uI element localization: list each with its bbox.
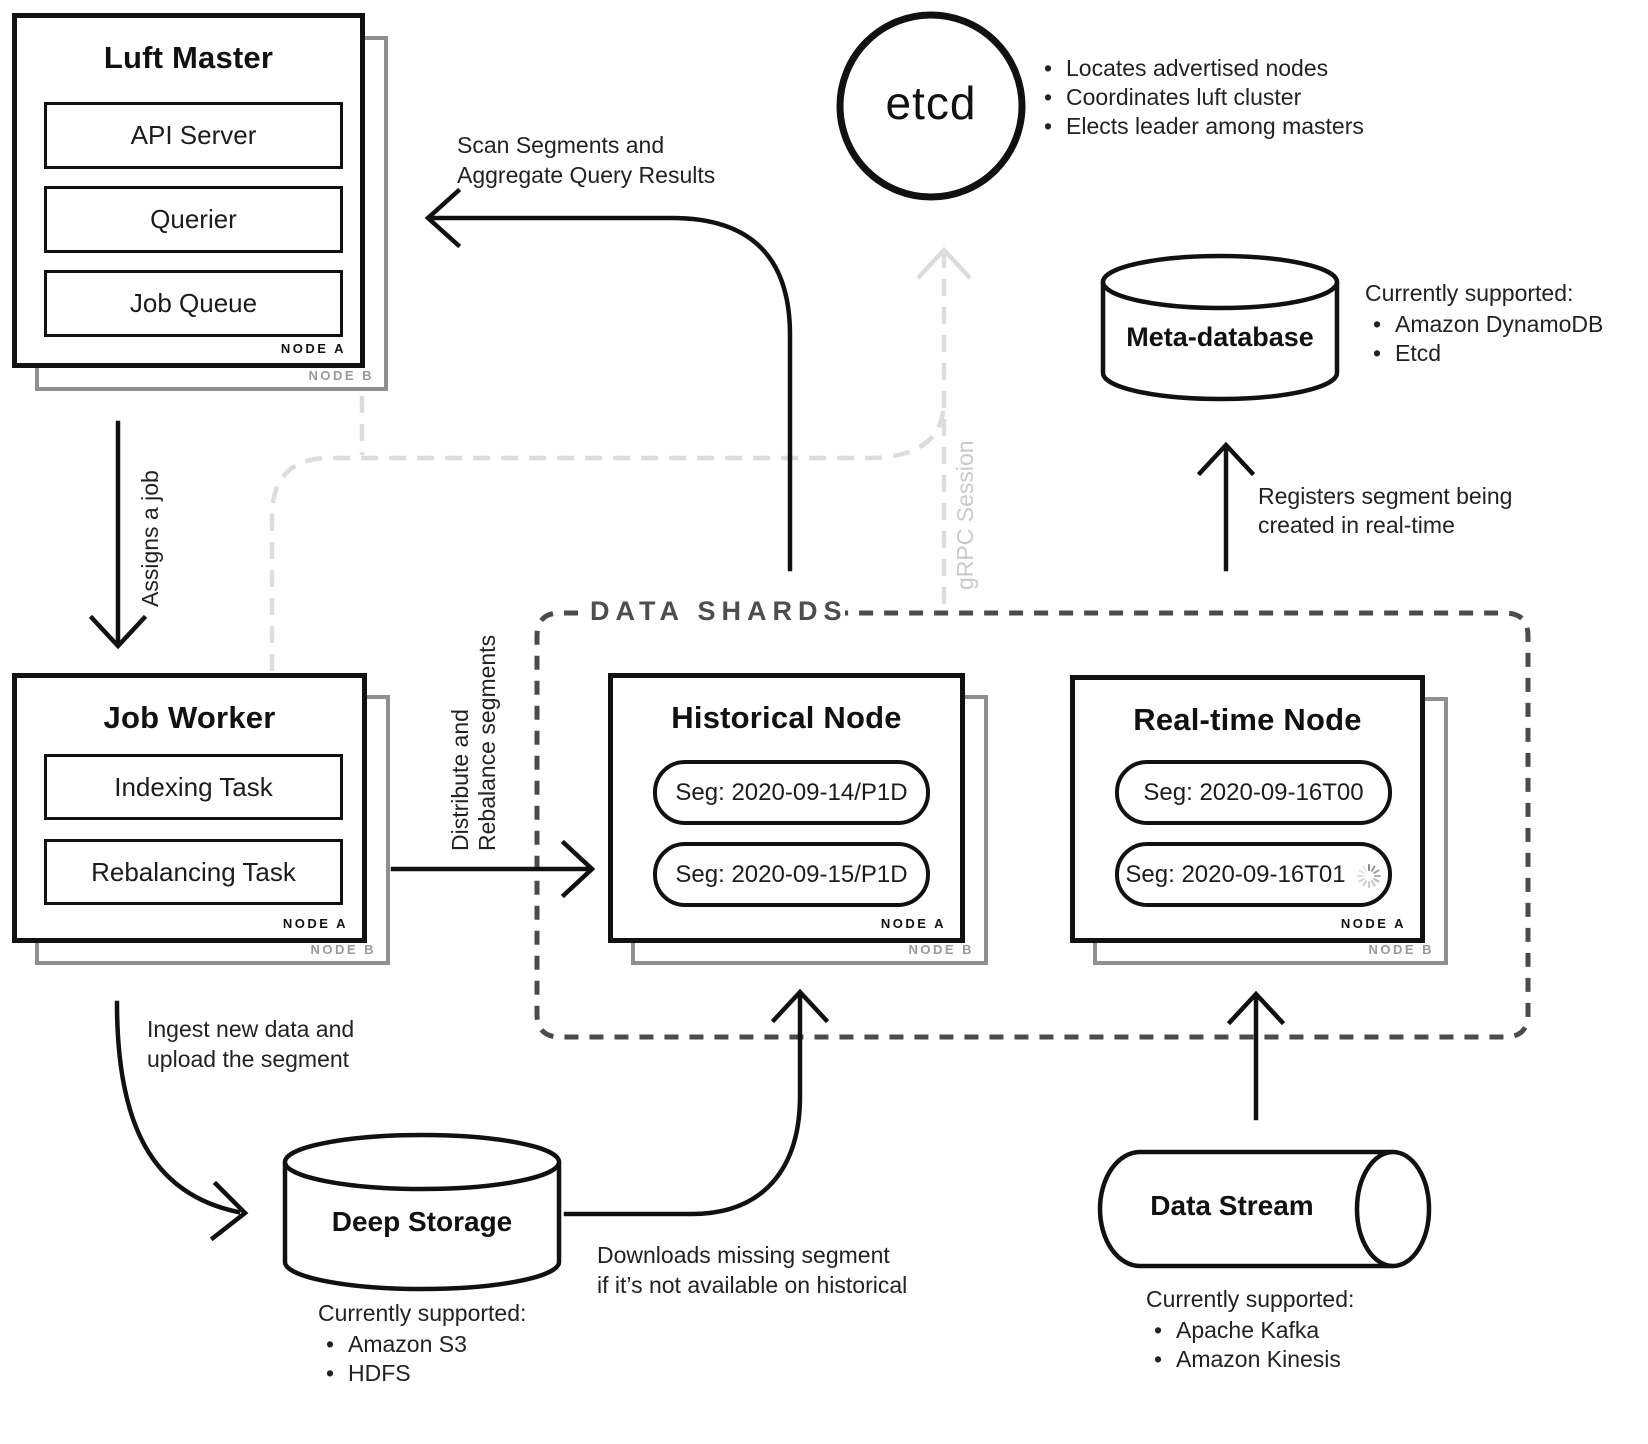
historical-node-title: Historical Node: [671, 700, 902, 735]
deep-storage-title: Deep Storage: [331, 1206, 513, 1237]
etcd-bullet-list: Locates advertised nodes Coordinates luf…: [1036, 52, 1364, 141]
node-a-label: NODE A: [880, 916, 946, 931]
downloads-arrow: [563, 988, 830, 1217]
segment-pill: Seg: 2020-09-15/P1D: [653, 842, 930, 907]
list-item: Amazon DynamoDB: [1365, 310, 1603, 339]
list-item: Apache Kafka: [1146, 1316, 1354, 1345]
data-stream-supported-list: Currently supported: Apache Kafka Amazon…: [1146, 1284, 1354, 1374]
segment-pill: Seg: 2020-09-16T01: [1115, 842, 1392, 907]
job-worker-title: Job Worker: [103, 700, 276, 735]
loading-spinner-icon: [1356, 863, 1381, 888]
distribute-label: Distribute and Rebalance segments: [447, 634, 500, 851]
node-b-label: NODE B: [308, 368, 374, 383]
assigns-job-label: Assigns a job: [137, 470, 163, 607]
downloads-label: Downloads missing segment if it’s not av…: [597, 1242, 908, 1298]
segment-label: Seg: 2020-09-16T01: [1125, 860, 1346, 888]
registers-arrow: [1196, 441, 1256, 572]
historical-node-box: Historical Node Seg: 2020-09-14/P1D Seg:…: [608, 673, 965, 943]
querier-component: Querier: [44, 186, 343, 253]
list-item: Coordinates luft cluster: [1036, 83, 1364, 112]
list-item: Etcd: [1365, 339, 1603, 368]
node-a-label: NODE A: [1340, 916, 1406, 931]
meta-database-supported-list: Currently supported: Amazon DynamoDB Etc…: [1365, 278, 1603, 368]
list-item: Locates advertised nodes: [1036, 54, 1364, 83]
list-item: Elects leader among masters: [1036, 112, 1364, 141]
segment-pill: Seg: 2020-09-14/P1D: [653, 760, 930, 825]
node-a-label: NODE A: [280, 341, 346, 356]
job-queue-component: Job Queue: [44, 270, 343, 337]
data-stream-title: Data Stream: [1150, 1190, 1314, 1221]
realtime-node-box: Real-time Node Seg: 2020-09-16T00 Seg: 2…: [1070, 675, 1425, 943]
luft-master-title: Luft Master: [103, 40, 274, 75]
indexing-task-component: Indexing Task: [44, 754, 343, 820]
segment-pill: Seg: 2020-09-16T00: [1115, 760, 1392, 825]
data-shards-label: DATA SHARDS: [590, 596, 848, 626]
deep-storage-supported-list: Currently supported: Amazon S3 HDFS: [318, 1298, 526, 1388]
scan-segments-label: Scan Segments and Aggregate Query Result…: [457, 132, 716, 188]
node-b-label: NODE B: [310, 942, 376, 957]
supported-heading: Currently supported:: [1146, 1286, 1355, 1312]
node-b-label: NODE B: [908, 942, 974, 957]
api-server-component: API Server: [44, 102, 343, 169]
node-b-label: NODE B: [1368, 942, 1434, 957]
list-item: Amazon S3: [318, 1330, 526, 1359]
grpc-session-label: gRPC Session: [952, 440, 978, 590]
list-item: Amazon Kinesis: [1146, 1345, 1354, 1374]
supported-heading: Currently supported:: [318, 1300, 527, 1326]
data-stream-arrow: [1226, 990, 1286, 1121]
grpc-arrowhead-icon: [916, 246, 972, 280]
node-a-label: NODE A: [282, 916, 348, 931]
meta-database-title: Meta-database: [1126, 322, 1314, 352]
job-worker-box: Job Worker Indexing Task Rebalancing Tas…: [12, 673, 367, 943]
supported-heading: Currently supported:: [1365, 280, 1574, 306]
luft-master-box: Luft Master API Server Querier Job Queue…: [12, 13, 365, 368]
etcd-label: etcd: [885, 77, 977, 129]
list-item: HDFS: [318, 1359, 526, 1388]
registers-label: Registers segment being created in real-…: [1258, 483, 1513, 538]
ingest-label: Ingest new data and upload the segment: [147, 1016, 355, 1072]
realtime-node-title: Real-time Node: [1133, 702, 1362, 737]
scan-segments-arrow: [424, 187, 793, 572]
rebalancing-task-component: Rebalancing Task: [44, 839, 343, 905]
